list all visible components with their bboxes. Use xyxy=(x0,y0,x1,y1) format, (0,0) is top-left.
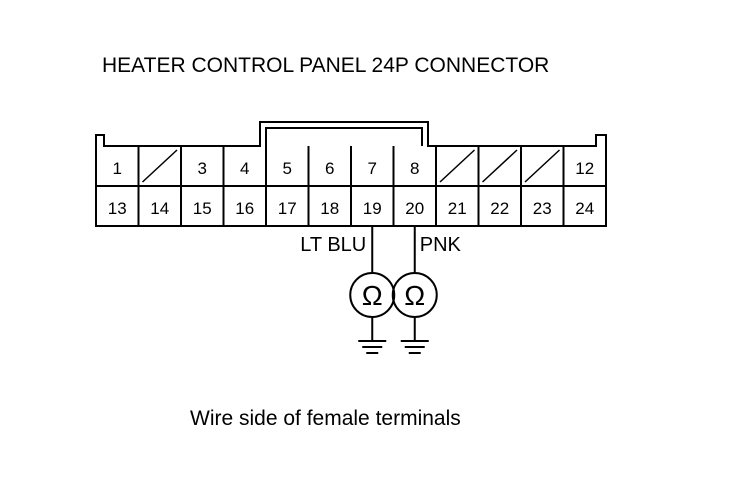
terminal-number: 12 xyxy=(575,159,594,178)
top-terminal-3: 3 xyxy=(180,146,207,186)
terminal-number: 21 xyxy=(448,199,467,218)
bottom-terminal-13: 13 xyxy=(108,199,127,218)
terminal-number: 14 xyxy=(150,199,169,218)
terminal-number: 24 xyxy=(575,199,594,218)
terminal-number: 23 xyxy=(533,199,552,218)
ohm-symbol: Ω xyxy=(362,280,383,311)
ohmmeter-icon: Ω xyxy=(349,272,396,318)
test-probes: LT BLU Ω PNK Ω xyxy=(300,226,462,354)
terminal-number: 22 xyxy=(490,199,509,218)
top-terminal-4: 4 xyxy=(222,146,249,186)
top-terminal-6: 6 xyxy=(307,146,334,186)
top-cavity-empty xyxy=(435,146,476,186)
terminal-number: 15 xyxy=(193,199,212,218)
top-row-cells: 1 3 4 5 6 7 8 12 xyxy=(113,146,594,186)
connector-lock-tab xyxy=(265,127,423,146)
diagram-title: HEATER CONTROL PANEL 24P CONNECTOR xyxy=(102,54,549,77)
top-terminal-1: 1 xyxy=(113,159,122,178)
terminal-number: 20 xyxy=(405,199,424,218)
terminal-number: 7 xyxy=(368,159,377,178)
terminal-number: 5 xyxy=(283,159,292,178)
bottom-terminal-15: 15 xyxy=(180,186,212,226)
empty-cavity-slash xyxy=(141,149,178,183)
connector-outline xyxy=(95,121,607,227)
terminal-number: 4 xyxy=(240,159,249,178)
empty-cavity-slash xyxy=(524,149,561,183)
wire-color-label: LT BLU xyxy=(300,234,366,256)
probe-terminal-20: PNK Ω xyxy=(391,226,462,354)
top-cavity-empty xyxy=(477,146,518,186)
bottom-terminal-14: 14 xyxy=(137,186,169,226)
wire-color-label: PNK xyxy=(420,234,462,256)
terminal-number: 8 xyxy=(410,159,419,178)
ground-icon xyxy=(400,340,429,354)
bottom-terminal-24: 24 xyxy=(562,186,594,226)
terminal-number: 18 xyxy=(320,199,339,218)
terminal-number: 13 xyxy=(108,199,127,218)
probe-terminal-19: LT BLU Ω xyxy=(300,226,396,354)
bottom-terminal-16: 16 xyxy=(222,186,254,226)
top-terminal-7: 7 xyxy=(350,146,377,186)
empty-cavity-slash xyxy=(481,149,518,183)
bottom-terminal-17: 17 xyxy=(265,186,297,226)
top-cavity-empty xyxy=(137,146,178,186)
top-cavity-empty xyxy=(520,146,561,186)
ohm-symbol: Ω xyxy=(404,280,425,311)
bottom-terminal-22: 22 xyxy=(477,186,509,226)
bottom-terminal-21: 21 xyxy=(435,186,467,226)
empty-cavity-slash xyxy=(439,149,476,183)
bottom-terminal-18: 18 xyxy=(307,186,339,226)
terminal-number: 16 xyxy=(235,199,254,218)
bottom-terminal-23: 23 xyxy=(520,186,552,226)
top-terminal-8: 8 xyxy=(392,146,419,186)
terminal-number: 1 xyxy=(113,159,122,178)
bottom-row-cells: 13 14 15 16 17 18 19 20 21 22 23 24 xyxy=(108,186,594,226)
bottom-terminal-19: 19 xyxy=(350,186,382,226)
diagram-caption: Wire side of female terminals xyxy=(190,407,461,430)
top-terminal-12: 12 xyxy=(562,146,594,186)
terminal-number: 3 xyxy=(198,159,207,178)
ground-icon xyxy=(358,340,387,354)
terminal-number: 19 xyxy=(363,199,382,218)
ohmmeter-icon: Ω xyxy=(391,272,438,318)
terminal-number: 17 xyxy=(278,199,297,218)
top-terminal-5: 5 xyxy=(265,146,292,186)
terminal-number: 6 xyxy=(325,159,334,178)
bottom-terminal-20: 20 xyxy=(392,186,424,226)
